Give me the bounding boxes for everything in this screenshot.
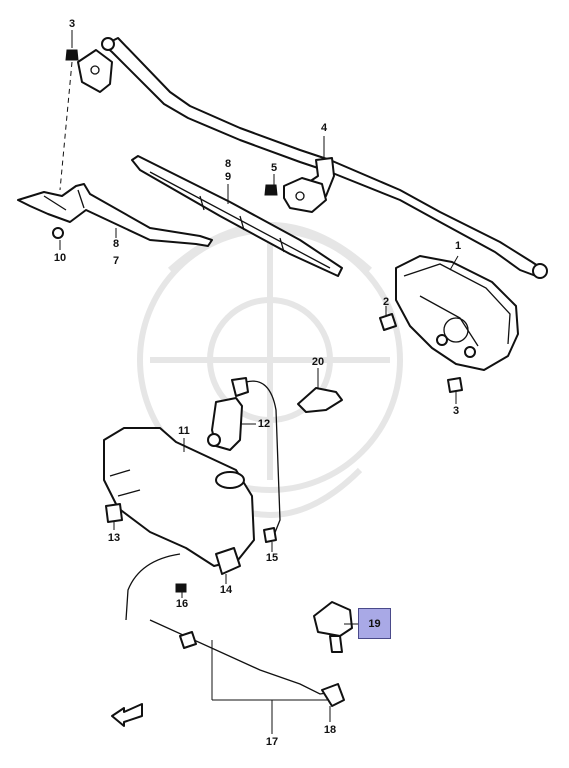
clamp-14[interactable] xyxy=(215,547,241,575)
wiper-linkage[interactable] xyxy=(77,37,548,279)
label-9: 9 xyxy=(224,171,232,183)
label-20: 20 xyxy=(311,356,325,368)
label-2: 2 xyxy=(382,296,390,308)
arrow-icon xyxy=(111,703,143,727)
label-14: 14 xyxy=(219,584,233,596)
bolt-2[interactable] xyxy=(379,313,397,331)
washer-tank[interactable] xyxy=(103,427,255,567)
label-3-right: 3 xyxy=(452,405,460,417)
label-19-highlight[interactable]: 19 xyxy=(358,608,391,639)
bolt-3-right[interactable] xyxy=(447,377,463,393)
hose-connector[interactable] xyxy=(179,631,197,649)
label-1: 1 xyxy=(454,240,462,252)
label-7: 7 xyxy=(112,255,120,267)
label-10: 10 xyxy=(53,252,67,264)
label-16: 16 xyxy=(175,598,189,610)
label-17: 17 xyxy=(265,736,279,748)
leader-lines xyxy=(59,30,459,734)
label-12: 12 xyxy=(257,418,271,430)
bolt-16[interactable] xyxy=(175,583,187,593)
washer-nozzle[interactable] xyxy=(313,601,353,653)
washer-hose-lower[interactable] xyxy=(149,619,335,695)
wiper-arm[interactable] xyxy=(17,183,213,247)
dashed-guide-left xyxy=(59,61,73,191)
washer-hose-upper[interactable] xyxy=(245,380,281,541)
washer-pump[interactable] xyxy=(207,377,249,451)
label-11: 11 xyxy=(178,425,190,437)
label-8-blade: 8 xyxy=(224,158,232,170)
tank-bracket-13[interactable] xyxy=(105,503,123,523)
washer-hose-loop[interactable] xyxy=(125,553,181,621)
label-8-arm: 8 xyxy=(112,238,120,250)
label-5: 5 xyxy=(270,162,278,174)
hose-joint-18[interactable] xyxy=(321,683,345,707)
bolt-15[interactable] xyxy=(263,527,277,543)
wiper-blade[interactable] xyxy=(131,155,343,277)
label-4: 4 xyxy=(320,122,328,134)
hose-clip[interactable] xyxy=(297,387,343,413)
bolt-3-top[interactable] xyxy=(65,49,79,61)
wiper-motor[interactable] xyxy=(395,255,519,371)
label-13: 13 xyxy=(107,532,121,544)
bolt-5[interactable] xyxy=(264,184,278,196)
label-3-top: 3 xyxy=(68,18,76,30)
label-15: 15 xyxy=(265,552,279,564)
label-18: 18 xyxy=(323,724,337,736)
